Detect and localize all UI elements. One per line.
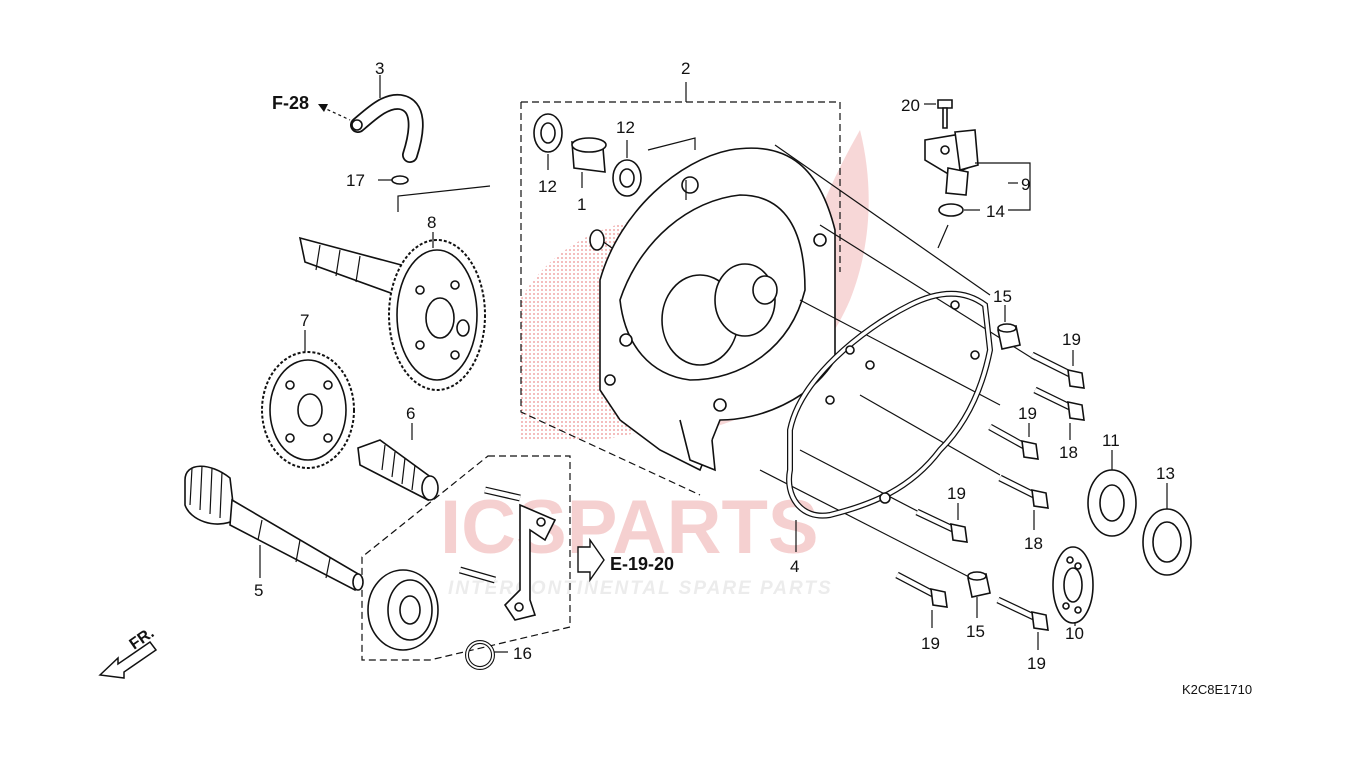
e1920-arrow-icon: [577, 537, 605, 583]
callout-2: 2: [681, 59, 690, 78]
callout-16: 16: [513, 644, 532, 663]
callout-10: 10: [1065, 624, 1084, 643]
bolt-19-upper: [1030, 350, 1085, 389]
front-arrow-icon: [98, 640, 158, 679]
callout-4: 4: [790, 557, 799, 576]
part-9-sensor: [924, 129, 1031, 211]
part-2-cover: [589, 147, 836, 472]
part-3-breather-hose: [350, 75, 424, 163]
part-1-collar: [571, 137, 607, 188]
part-7-gear: [261, 330, 355, 469]
callout-15-upper: 15: [993, 287, 1012, 306]
e1920-label: E-19-20: [610, 554, 674, 574]
callout-labels: 3 2 20 12 12 1 17 9 14 8 15 7 19 19 6 11…: [254, 59, 1175, 673]
callout-20: 20: [901, 96, 920, 115]
box-top-right: [521, 101, 841, 272]
f28-reference: F-28: [272, 93, 351, 121]
callout-12-left: 12: [538, 177, 557, 196]
bolt-18-lower: [998, 474, 1049, 530]
callout-15-lower: 15: [966, 622, 985, 641]
bolt-18-upper: [1033, 386, 1085, 440]
callout-19-center: 19: [947, 484, 966, 503]
bracket-assembly: [367, 486, 557, 651]
callout-19-upper: 19: [1062, 330, 1081, 349]
callout-7: 7: [300, 311, 309, 330]
callout-19-middle: 19: [1018, 404, 1037, 423]
callout-5: 5: [254, 581, 263, 600]
callout-13: 13: [1156, 464, 1175, 483]
f28-label: F-28: [272, 93, 309, 113]
callout-6: 6: [406, 404, 415, 423]
assembly-box-2: [520, 82, 841, 496]
bolt-19-lower-right: [996, 596, 1049, 650]
front-direction: FR.: [98, 625, 158, 679]
callout-11: 11: [1102, 431, 1120, 450]
e1920-reference: E-19-20: [577, 537, 674, 583]
callout-3: 3: [375, 59, 384, 78]
assembly-box-bracket: [361, 455, 571, 661]
part-15-dowel-upper: [997, 305, 1021, 350]
watermark-tagline: INTERCONTINENTAL SPARE PARTS: [448, 578, 833, 599]
part-17-clip: [378, 175, 491, 212]
part-15-dowel-lower: [967, 571, 991, 618]
watermark-brand: ICSPARTS: [440, 485, 819, 570]
box-left: [520, 102, 701, 496]
part-14-o-ring: [937, 203, 980, 249]
part-20-bolt: [924, 99, 953, 129]
callout-18-upper: 18: [1059, 443, 1078, 462]
callout-1: 1: [577, 195, 586, 214]
part-12-bearing-right: [612, 137, 696, 197]
callout-19-lower-right: 19: [1027, 654, 1046, 673]
bolt-19-center: [915, 503, 968, 543]
part-5-main-shaft: [184, 465, 364, 592]
callout-18-lower: 18: [1024, 534, 1043, 553]
part-16-circlip: [465, 640, 508, 670]
callout-8: 8: [427, 213, 436, 232]
diagram-code: K2C8E1710: [1182, 682, 1252, 697]
part-8-countershaft-gear: [298, 232, 486, 391]
callout-12-top: 12: [616, 118, 635, 137]
part-4-gasket: [786, 290, 994, 552]
callout-17: 17: [346, 171, 365, 190]
part-10-bearing: [1052, 546, 1094, 626]
part-11-bearing: [1087, 450, 1137, 537]
part-6-pinion: [357, 423, 439, 502]
part-12-bearing-left: [533, 113, 563, 170]
bolt-19-lower-left: [895, 571, 948, 628]
callout-14: 14: [986, 202, 1005, 221]
bolt-19-middle: [988, 423, 1039, 460]
callout-9: 9: [1021, 175, 1030, 194]
part-13-seal: [1142, 483, 1192, 576]
callout-19-lower-left: 19: [921, 634, 940, 653]
